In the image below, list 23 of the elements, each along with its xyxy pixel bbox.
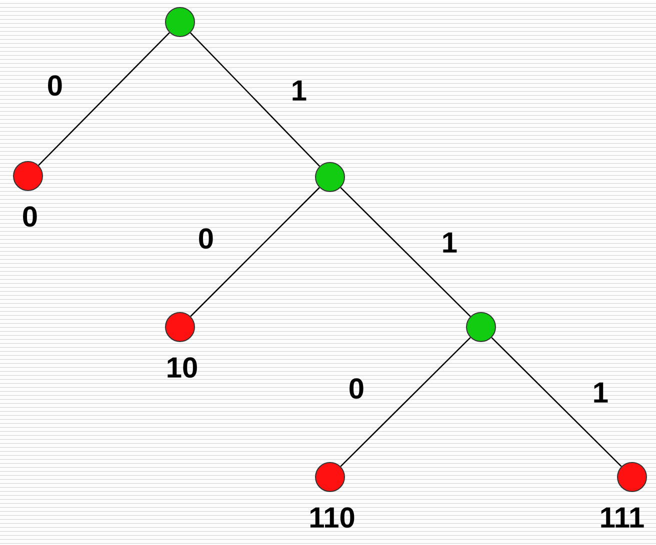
tree-branch xyxy=(190,32,320,167)
edge-label: 1 xyxy=(290,77,308,106)
tree-branch xyxy=(491,337,622,467)
tree-branch xyxy=(340,187,471,317)
node-circle xyxy=(165,7,195,37)
tree-branch xyxy=(340,337,471,467)
node-circle xyxy=(617,462,647,492)
node-circle xyxy=(315,462,345,492)
tree-branch xyxy=(38,32,170,166)
edge-label: 0 xyxy=(198,226,214,254)
code-label: 0 xyxy=(22,204,38,232)
edge-label: 1 xyxy=(441,230,458,258)
edge-label: 1 xyxy=(592,380,609,408)
edge-label: 0 xyxy=(348,376,365,404)
node-circle xyxy=(165,312,195,342)
node-circle xyxy=(466,312,496,342)
tree-branch xyxy=(190,187,320,317)
code-label: 111 xyxy=(599,504,645,534)
node-circle xyxy=(13,161,43,191)
edge-label: 0 xyxy=(46,72,64,102)
code-label: 110 xyxy=(308,504,356,534)
node-circle xyxy=(315,162,345,192)
code-label: 10 xyxy=(166,354,198,384)
